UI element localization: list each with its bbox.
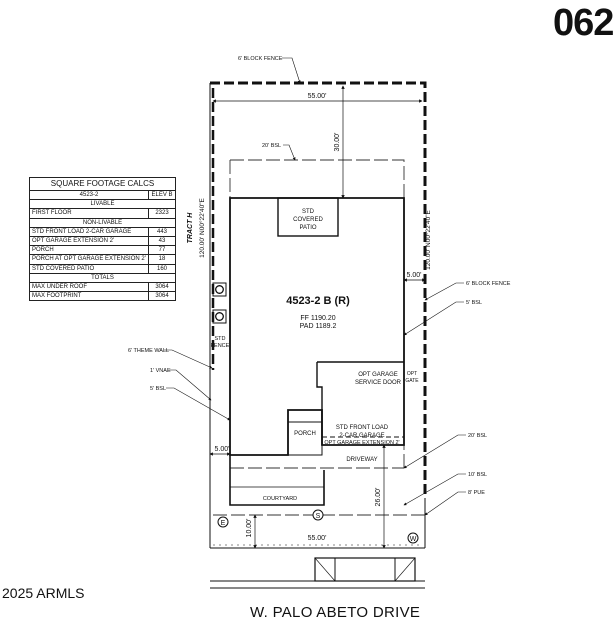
finished-floor-label: FF 1190.20	[300, 315, 335, 322]
top-width-label: 55.00'	[308, 93, 327, 100]
service-door-label-1: OPT GARAGE	[358, 372, 398, 378]
callout-pue: 8' PUE	[468, 490, 485, 496]
covered-patio	[277, 197, 339, 237]
callout-bsl-10-front: 10' BSL	[468, 472, 487, 478]
table-livable-header: LIVABLE	[29, 199, 176, 210]
lot-boundary-fence	[210, 81, 427, 498]
copyright-notice: 2025 ARMLS	[2, 585, 85, 601]
service-door-label-2: SERVICE DOOR	[355, 380, 402, 386]
callout-bsl-5-left: 5' BSL	[150, 386, 166, 392]
ac-unit	[212, 282, 227, 297]
row-value: 2323	[148, 208, 176, 219]
callout-theme-wall: 6' THEME WALL	[128, 348, 169, 354]
lot-number: 062	[553, 2, 613, 44]
lot-depth-right: 120.00' N00°22'40"E	[424, 209, 432, 269]
marker-s: S	[316, 513, 321, 520]
right-side-label: 5.00'	[407, 272, 422, 279]
patio-label-1: STD	[302, 209, 315, 215]
street-name: W. PALO ABETO DRIVE	[250, 604, 421, 621]
callout-bsl-5-right: 5' BSL	[466, 300, 482, 306]
callout-block-fence-top: 6' BLOCK FENCE	[238, 56, 283, 62]
callout-bsl-20-top: 20' BSL	[262, 143, 281, 149]
callout-block-fence-right: 6' BLOCK FENCE	[466, 281, 511, 287]
callout-vnae: 1' VNAE	[150, 368, 171, 374]
opt-gate-label-1: OPT	[407, 371, 417, 377]
row-value: 43	[148, 235, 176, 247]
porch	[287, 421, 323, 456]
garage-label-1: STD FRONT LOAD	[336, 425, 389, 431]
marker-w: W	[410, 536, 417, 543]
std-fence-label-2: FENCE	[211, 343, 230, 349]
driveway-label: DRIVEWAY	[346, 457, 377, 463]
table-elev: ELEV B	[148, 189, 176, 201]
table-nonlivable-header: NON-LIVABLE	[29, 217, 176, 228]
left-side-label: 5.00'	[215, 446, 230, 453]
electric-marker	[217, 516, 229, 528]
courtyard-label: COURTYARD	[263, 496, 297, 502]
callout-bsl-20-front: 20' BSL	[468, 433, 487, 439]
table-row: OPT GARAGE EXTENSION 2'43	[29, 235, 176, 247]
courtyard-wall	[229, 455, 325, 506]
house-plan-label: 4523-2 B (R)	[286, 295, 350, 307]
front-setback-label: 26.00'	[375, 488, 382, 507]
porch-label: PORCH	[294, 431, 316, 437]
lot-depth-left: 120.00' N00°22'40"E	[198, 197, 206, 257]
garage-label-2: 2-CAR GARAGE	[339, 433, 384, 439]
bottom-width-label: 55.00'	[308, 535, 327, 542]
marker-e: E	[221, 520, 226, 527]
driveway-apron	[314, 557, 416, 582]
rear-setback-label: 30.00'	[334, 133, 341, 152]
patio-label-3: PATIO	[299, 225, 316, 231]
ac-unit	[212, 309, 227, 324]
pue-dimension-label: 10.00'	[246, 519, 253, 538]
sewer-marker	[312, 509, 324, 521]
opt-gate-label-2: GATE	[405, 378, 419, 384]
patio-label-2: COVERED	[293, 217, 323, 223]
garage-extension-label: OPT GARAGE EXTENSION 2'	[324, 440, 399, 446]
pad-elevation-label: PAD 1189.2	[300, 323, 337, 330]
row-value: 77	[148, 245, 176, 256]
row-value: 443	[148, 226, 176, 237]
row-value: 3064	[148, 291, 176, 302]
std-fence-label-1: STD	[215, 336, 226, 342]
water-marker	[407, 532, 419, 544]
tract-label: TRACT H	[187, 212, 194, 244]
garage-wall	[316, 361, 404, 445]
